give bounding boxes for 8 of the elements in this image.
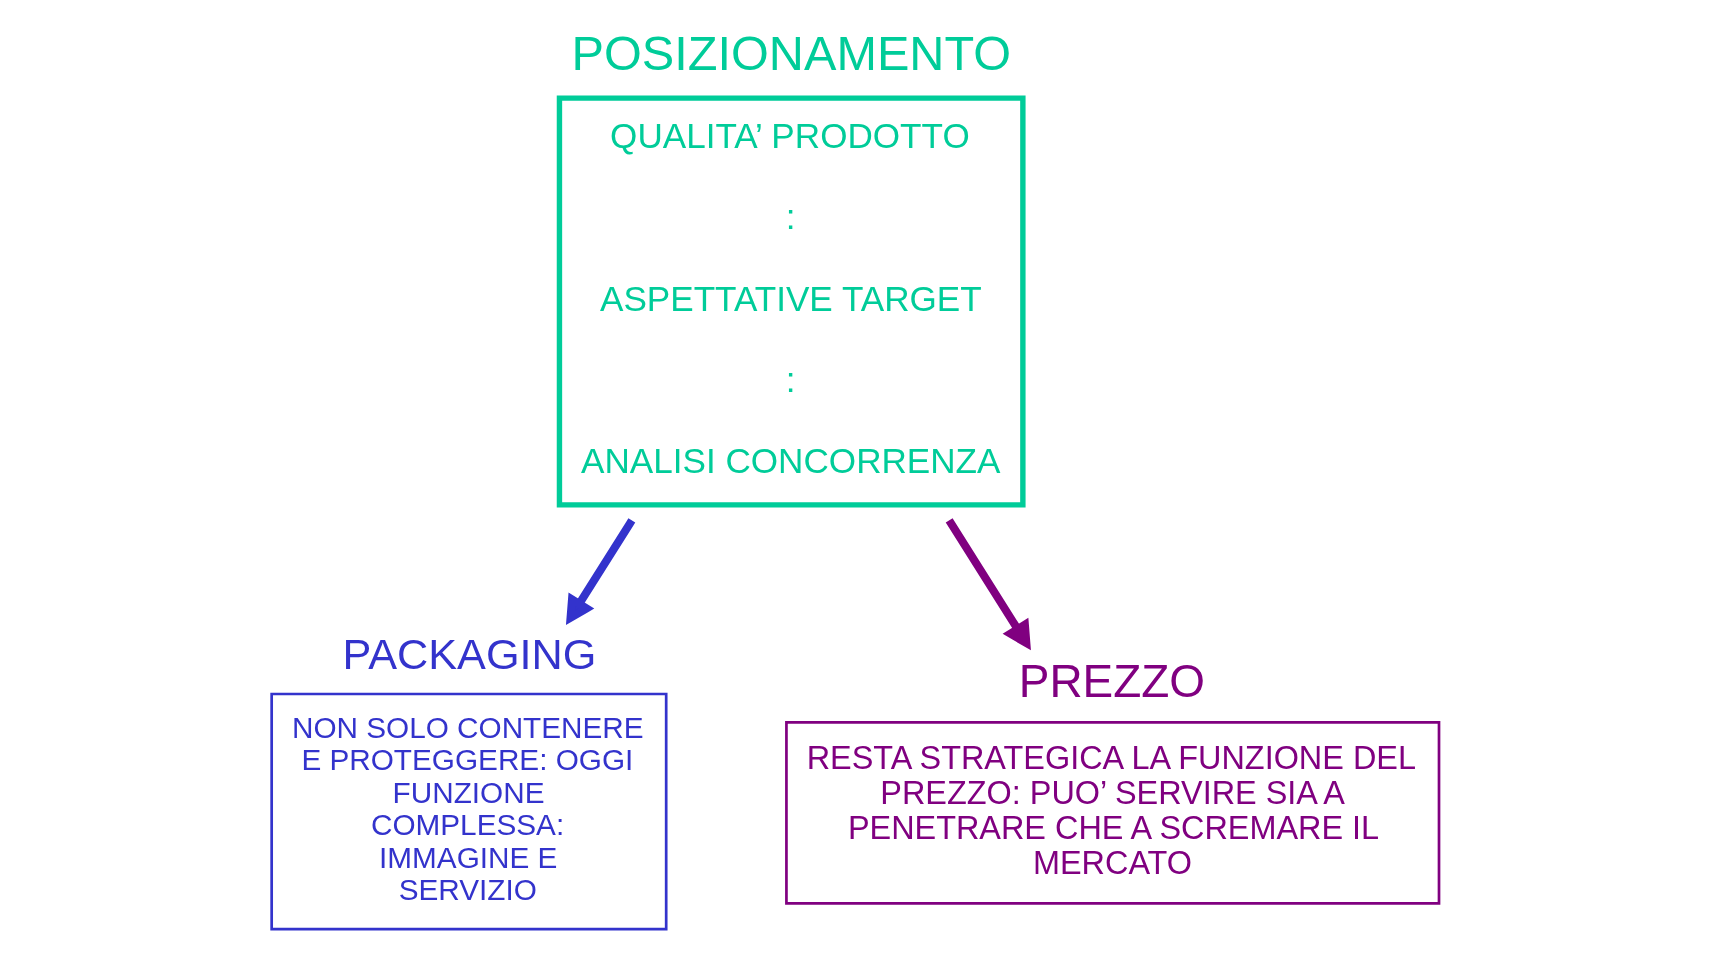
node-label: PACKAGING xyxy=(342,630,596,679)
node-box: RESTA STRATEGICA LA FUNZIONE DEL PREZZO: PUO’ SERVIRE SIA A PENETRARE CHE A SCREMARE IL MERCATO xyxy=(784,721,1440,905)
arrow xyxy=(945,518,1031,651)
node-box: QUALITA’ PRODOTTO : ASPETTATIVE TARGET : ANALISI CONCORRENZA xyxy=(556,95,1026,508)
node-label: PREZZO xyxy=(1018,654,1205,707)
node-label: POSIZIONAMENTO xyxy=(571,25,1011,80)
node-box: NON SOLO CONTENERE E PROTEGGERE: OGGI FUNZIONE COMPLESSA: IMMAGINE E SERVIZIO xyxy=(269,692,668,931)
arrow xyxy=(565,518,635,625)
